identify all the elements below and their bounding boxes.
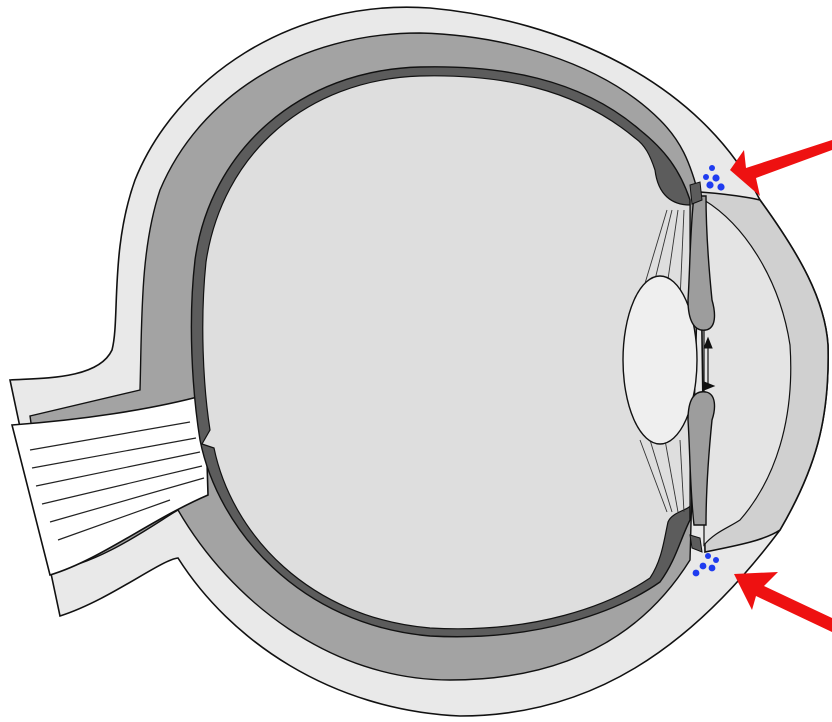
lens (623, 276, 697, 444)
ciliary-body-upper (690, 182, 702, 204)
red-arrow-bottom (734, 572, 832, 632)
vitreous-body (202, 76, 690, 629)
